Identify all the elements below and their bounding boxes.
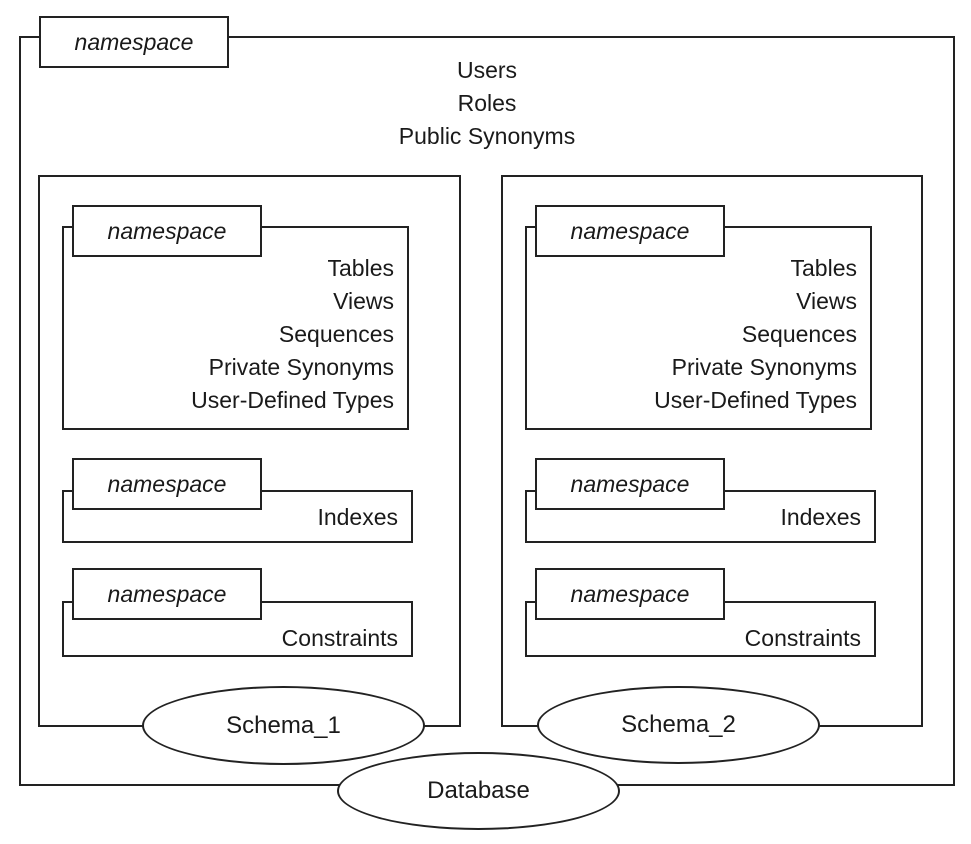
schema-2-indexes-list: Indexes bbox=[780, 501, 861, 534]
schema-1-constraints-namespace-tab: namespace bbox=[72, 568, 262, 620]
schema-2-objects-list: Tables Views Sequences Private Synonyms … bbox=[654, 252, 857, 417]
schema-1-indexes-list: Indexes bbox=[317, 501, 398, 534]
schema-1-indexes-namespace-tab: namespace bbox=[72, 458, 262, 510]
database-label-ellipse: Database bbox=[337, 752, 620, 830]
namespace-tab-label: namespace bbox=[107, 470, 227, 497]
schema-1-constraints-list: Constraints bbox=[282, 622, 398, 655]
schema-object-item: Indexes bbox=[317, 504, 398, 530]
schema-1-label-ellipse: Schema_1 bbox=[142, 686, 425, 765]
schema-object-item: User-Defined Types bbox=[654, 387, 857, 413]
database-level-objects: Users Roles Public Synonyms bbox=[19, 54, 955, 153]
schema-1-constraints-box: Constraints bbox=[62, 601, 413, 657]
schema-2-label: Schema_2 bbox=[621, 711, 736, 738]
namespace-tab-label: namespace bbox=[74, 28, 194, 55]
database-object-item: Public Synonyms bbox=[398, 123, 576, 149]
schema-object-item: Indexes bbox=[780, 504, 861, 530]
schema-object-item: Tables bbox=[327, 255, 394, 281]
schema-2-constraints-list: Constraints bbox=[745, 622, 861, 655]
schema-2-objects-box: Tables Views Sequences Private Synonyms … bbox=[525, 226, 872, 430]
namespace-tab-label: namespace bbox=[107, 580, 227, 607]
database-label: Database bbox=[427, 777, 530, 804]
schema-1-box: Tables Views Sequences Private Synonyms … bbox=[38, 175, 461, 727]
namespace-tab-label: namespace bbox=[570, 217, 690, 244]
database-object-item: Roles bbox=[457, 90, 517, 116]
database-namespace-tab: namespace bbox=[39, 16, 229, 68]
namespace-tab-label: namespace bbox=[570, 470, 690, 497]
schema-2-indexes-namespace-tab: namespace bbox=[535, 458, 725, 510]
schema-2-objects-namespace-tab: namespace bbox=[535, 205, 725, 257]
schema-object-item: Sequences bbox=[278, 321, 394, 347]
schema-2-label-ellipse: Schema_2 bbox=[537, 686, 820, 764]
schema-2-constraints-namespace-tab: namespace bbox=[535, 568, 725, 620]
schema-1-objects-box: Tables Views Sequences Private Synonyms … bbox=[62, 226, 409, 430]
schema-object-item: Constraints bbox=[744, 625, 861, 651]
schema-object-item: Constraints bbox=[281, 625, 398, 651]
schema-object-item: Views bbox=[333, 288, 394, 314]
schema-1-objects-list: Tables Views Sequences Private Synonyms … bbox=[191, 252, 394, 417]
database-object-item: Users bbox=[456, 57, 518, 83]
schema-object-item: User-Defined Types bbox=[191, 387, 394, 413]
schema-object-item: Private Synonyms bbox=[671, 354, 857, 380]
schema-2-box: Tables Views Sequences Private Synonyms … bbox=[501, 175, 923, 727]
schema-object-item: Tables bbox=[790, 255, 857, 281]
schema-object-item: Sequences bbox=[741, 321, 857, 347]
schema-object-item: Private Synonyms bbox=[208, 354, 394, 380]
schema-1-objects-namespace-tab: namespace bbox=[72, 205, 262, 257]
namespace-tab-label: namespace bbox=[570, 580, 690, 607]
schema-1-label: Schema_1 bbox=[226, 711, 341, 739]
namespace-tab-label: namespace bbox=[107, 217, 227, 244]
schema-object-item: Views bbox=[796, 288, 857, 314]
